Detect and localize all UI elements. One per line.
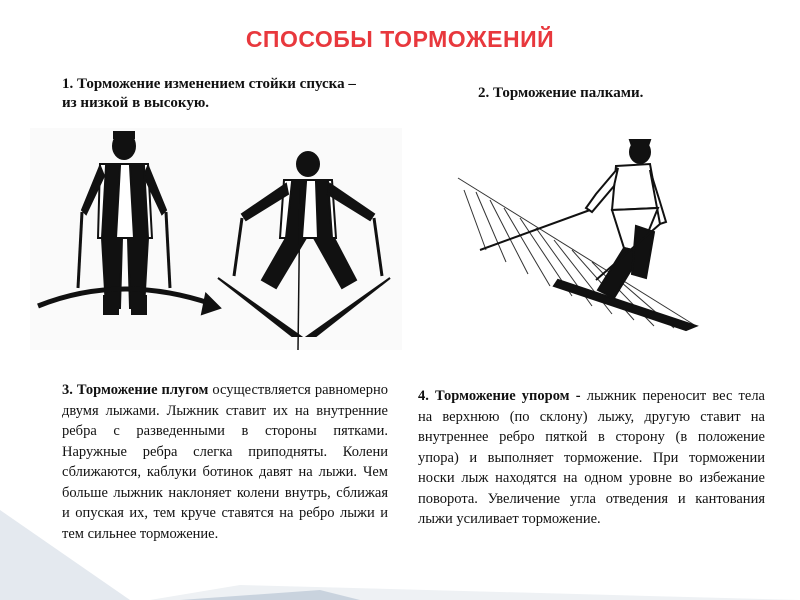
stem-body: лыжник переносит вес тела на верхнюю (по…	[418, 388, 765, 527]
skier-snowplough-figure	[217, 151, 391, 350]
snowplough-braking-text: 3. Торможение плугом осуществляется равн…	[62, 380, 388, 544]
snowplough-heading: 3. Торможение плугом	[62, 382, 209, 398]
pole-braking-illustration	[457, 139, 699, 332]
page-title: СПОСОБЫ ТОРМОЖЕНИЙ	[245, 26, 555, 52]
stem-braking-text: 4. Торможение упором - лыжник переносит …	[418, 386, 765, 530]
skier-high-stance-figure	[37, 131, 222, 316]
caption-pole-braking: 2. Торможение палками.	[478, 85, 644, 101]
stem-heading: 4. Торможение упором -	[418, 388, 581, 404]
caption-stance-braking: 1. Торможение изменением стойки спуска –…	[62, 76, 356, 111]
skier-pole-braking-figure	[479, 139, 699, 332]
snowplough-body: осуществляется равномерно двумя лыжами. …	[62, 382, 388, 542]
stance-change-illustration	[30, 128, 402, 350]
